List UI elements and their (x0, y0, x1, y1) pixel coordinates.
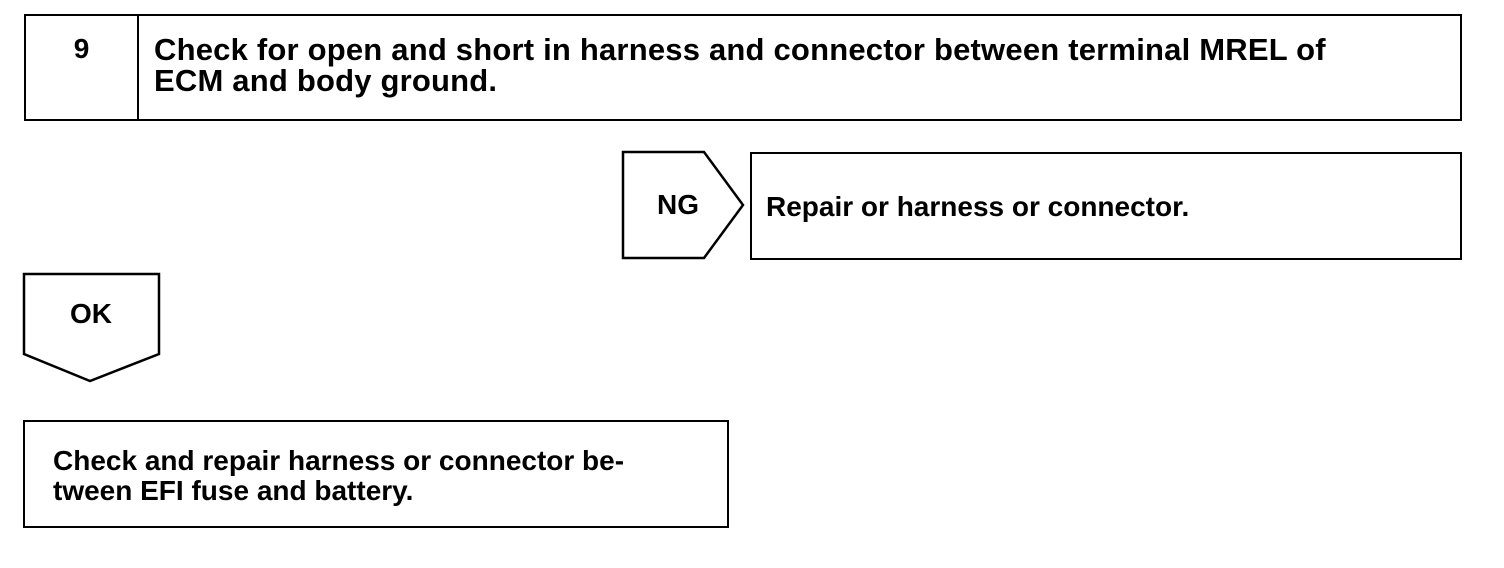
ng-result-text: Repair or harness or connector. (766, 191, 1190, 222)
ok-arrow-down-shape (22, 272, 161, 383)
ok-label: OK (70, 298, 112, 329)
step-number-cell: 9 (26, 16, 139, 119)
ng-result-box: Repair or harness or connector. (750, 152, 1462, 260)
ok-result-text: Check and repair harness or connector be… (53, 446, 707, 506)
step-title-line-2: ECM and body ground. (154, 63, 498, 98)
ok-result-line-1: Check and repair harness or connector be… (53, 445, 625, 476)
ng-label: NG (657, 189, 699, 220)
ng-arrow-right-shape (621, 150, 745, 260)
step-box: 9 Check for open and short in harness an… (24, 14, 1462, 121)
ok-result-line-2: tween EFI fuse and battery. (53, 475, 414, 506)
ok-result-box: Check and repair harness or connector be… (23, 420, 729, 528)
step-title-line-1: Check for open and short in harness and … (154, 32, 1326, 67)
step-number: 9 (73, 33, 90, 64)
step-title: Check for open and short in harness and … (154, 34, 1440, 96)
